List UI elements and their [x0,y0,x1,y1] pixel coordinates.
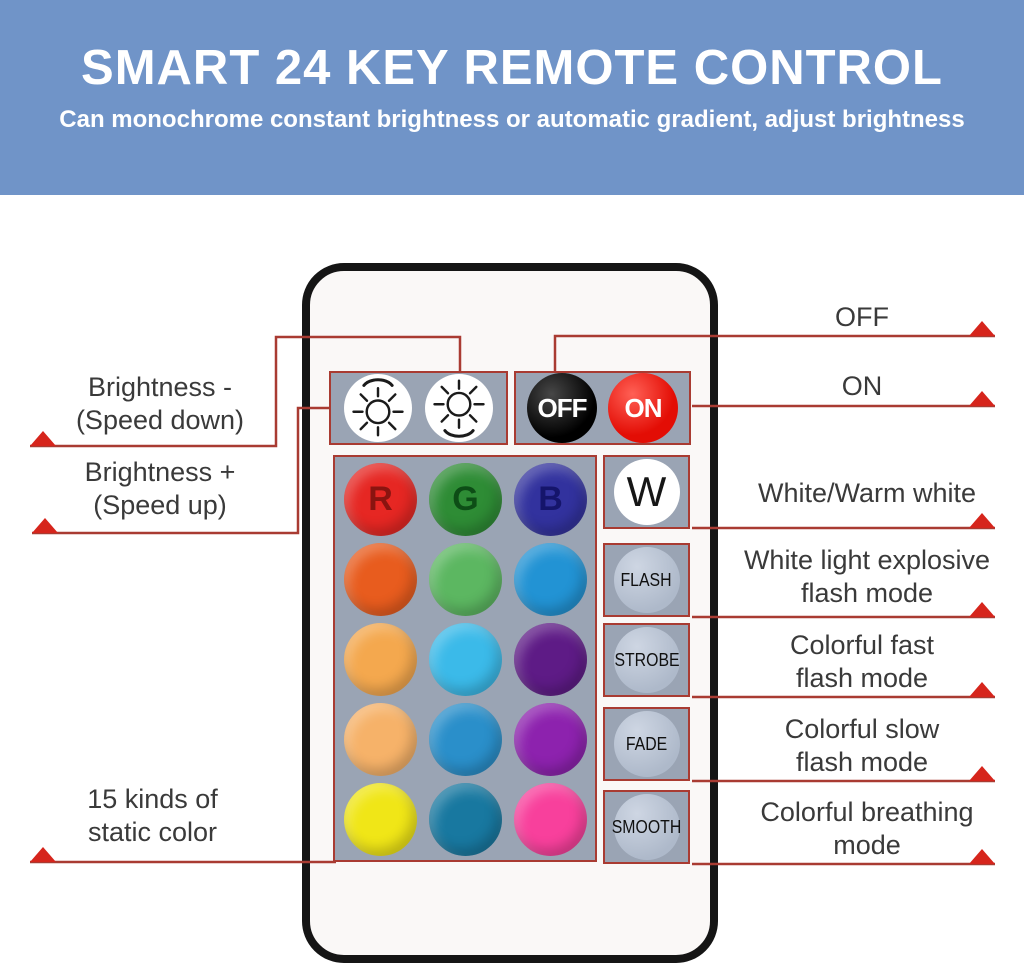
arrow-marker-static-colors [30,847,56,862]
label-off-text: OFF [835,302,889,332]
label-static-colors: 15 kinds of static color [40,783,265,849]
color-button-r3c2[interactable] [429,623,502,696]
color-button-r4c2[interactable] [429,703,502,776]
strobe-button-box: STROBE [603,623,690,697]
label-white-flash-line1: White light explosive [743,545,991,575]
color-button-r5c3[interactable] [514,783,587,856]
color-button-r4c3[interactable] [514,703,587,776]
on-button[interactable]: ON [608,373,678,443]
color-button-r2c2[interactable] [429,543,502,616]
brightness-panel [329,371,508,445]
remote-control: OFF ON R G B W FLASH STROBE FADE SMOOTH [302,263,718,963]
white-button[interactable]: W [613,459,680,525]
smooth-button-box: SMOOTH [603,790,690,864]
color-button-r1c3[interactable]: B [514,463,587,536]
label-white-flash: White light explosive flash mode [714,544,1020,610]
strobe-button-label: STROBE [613,649,680,670]
color-button-r1c1[interactable]: R [344,463,417,536]
fade-button-label: FADE [625,733,668,754]
color-button-r1c2[interactable]: G [429,463,502,536]
label-static-colors-line2: static color [87,817,218,847]
power-panel: OFF ON [514,371,691,445]
label-brightness-down: Brightness - (Speed down) [25,371,295,437]
fade-button-box: FADE [603,707,690,781]
color-button-r2c1[interactable] [344,543,417,616]
label-colorful-slow-line1: Colorful slow [784,714,940,744]
header-banner: SMART 24 KEY REMOTE CONTROL Can monochro… [0,0,1024,195]
fade-button[interactable]: FADE [613,711,680,777]
color-button-r2c3[interactable] [514,543,587,616]
label-colorful-fast-line2: flash mode [795,663,929,693]
label-brightness-up-line1: Brightness + [84,457,236,487]
color-button-r3c3[interactable] [514,623,587,696]
page-subtitle: Can monochrome constant brightness or au… [59,106,965,133]
label-off: OFF [712,301,1012,334]
label-on: ON [712,370,1012,403]
color-button-r3c1[interactable] [344,623,417,696]
label-colorful-breathing: Colorful breathing mode [714,796,1020,862]
arrow-marker-white [969,513,995,528]
label-brightness-down-line2: (Speed down) [75,405,245,435]
label-brightness-up: Brightness + (Speed up) [25,456,295,522]
brightness-down-button[interactable] [425,374,493,442]
label-colorful-breathing-line2: mode [833,830,901,860]
label-colorful-breathing-line1: Colorful breathing [760,797,974,827]
flash-button-box: FLASH [603,543,690,617]
label-on-text: ON [841,371,883,401]
color-button-letter: R [368,480,393,518]
label-colorful-slow-line2: flash mode [795,747,929,777]
smooth-button[interactable]: SMOOTH [611,794,682,860]
white-button-box: W [603,455,690,529]
label-white-flash-line2: flash mode [800,578,934,608]
label-white-warm: White/Warm white [714,477,1020,510]
color-button-r5c1[interactable] [344,783,417,856]
page-title: SMART 24 KEY REMOTE CONTROL [81,41,943,95]
color-button-r5c2[interactable] [429,783,502,856]
flash-button[interactable]: FLASH [613,547,680,613]
label-colorful-slow: Colorful slow flash mode [712,713,1012,779]
strobe-button[interactable]: STROBE [613,627,680,693]
sun-brightness-up-icon [352,378,404,437]
sun-brightness-down-icon [433,379,485,438]
color-button-letter: B [538,480,563,518]
label-colorful-fast-line1: Colorful fast [789,630,935,660]
color-button-letter: G [452,480,479,518]
label-static-colors-line1: 15 kinds of [87,784,218,814]
label-brightness-down-line1: Brightness - [87,372,233,402]
label-brightness-up-line2: (Speed up) [93,490,227,520]
off-button[interactable]: OFF [527,373,597,443]
brightness-up-button[interactable] [344,374,412,442]
label-white-warm-text: White/Warm white [757,478,977,508]
flash-button-label: FLASH [620,569,673,590]
label-colorful-fast: Colorful fast flash mode [712,629,1012,695]
smooth-button-label: SMOOTH [611,816,682,837]
color-button-r4c1[interactable] [344,703,417,776]
